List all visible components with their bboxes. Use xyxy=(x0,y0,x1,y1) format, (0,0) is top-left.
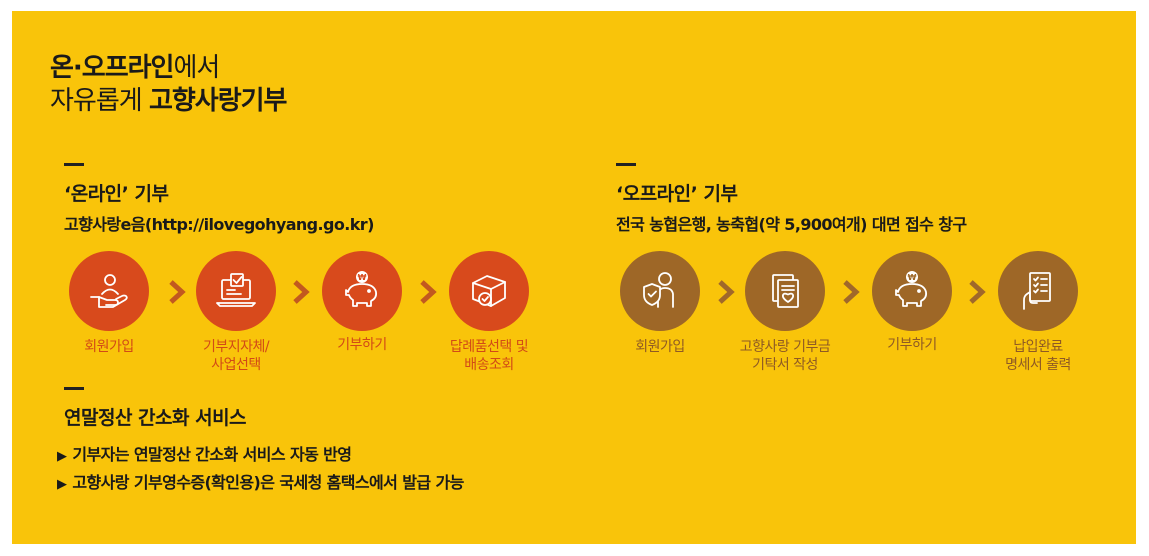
hand-checklist-icon xyxy=(1023,272,1051,310)
online-step-gift xyxy=(449,251,529,331)
offline-step-receipt xyxy=(998,251,1078,331)
online-step-donate: ₩ xyxy=(322,251,402,331)
hand-person-icon xyxy=(90,274,128,308)
tax-divider xyxy=(64,387,84,390)
triangle-bullet-icon: ▶ xyxy=(57,477,67,492)
chevron-right-icon xyxy=(843,280,860,304)
chevron-right-icon xyxy=(293,280,310,304)
offline-step-label: 납입완료 명세서 출력 xyxy=(968,338,1108,374)
online-step-select xyxy=(196,251,276,331)
triangle-bullet-icon: ▶ xyxy=(57,449,67,464)
laptop-check-icon xyxy=(216,273,256,307)
label-line: 기부하기 xyxy=(887,337,937,353)
piggy-bank-won-icon: ₩ xyxy=(895,271,928,307)
offline-subtitle: 전국 농협은행, 농축협(약 5,900여개) 대면 접수 창구 xyxy=(616,215,967,234)
offline-step-signup xyxy=(620,251,700,331)
chevron-right-icon xyxy=(420,280,437,304)
headline-line-1: 온·오프라인에서 xyxy=(50,52,286,85)
label-line: 배송조회 xyxy=(464,357,514,373)
box-check-icon xyxy=(472,275,506,307)
chevron-right-icon xyxy=(169,280,186,304)
online-step-label: 기부지자체/ 사업선택 xyxy=(166,338,306,374)
headline-line-2: 자유롭게 고향사랑기부 xyxy=(50,85,288,118)
headline: 온·오프라인에서 자유롭게 고향사랑기부 xyxy=(50,52,288,118)
online-step-label: 회원가입 xyxy=(39,338,179,356)
piggy-bank-won-icon: ₩ xyxy=(345,271,378,307)
svg-text:₩: ₩ xyxy=(908,273,917,282)
headline-line2-bold: 고향사랑기부 xyxy=(148,86,288,116)
tax-bullet-text: 기부자는 연말정산 간소화 서비스 자동 반영 xyxy=(72,445,352,464)
person-shield-icon xyxy=(643,272,674,308)
label-line: 명세서 출력 xyxy=(1005,357,1071,373)
label-line: 회원가입 xyxy=(84,339,134,355)
label-line: 기탁서 작성 xyxy=(752,357,818,373)
offline-step-label: 기부하기 xyxy=(842,336,982,354)
label-line: 고향사랑 기부금 xyxy=(739,339,831,355)
offline-step-donate: ₩ xyxy=(872,251,952,331)
online-step-signup xyxy=(69,251,149,331)
offline-divider xyxy=(616,163,636,166)
online-title: ‘온라인’ 기부 xyxy=(64,183,169,205)
tax-bullet-text: 고향사랑 기부영수증(확인용)은 국세청 홈택스에서 발급 가능 xyxy=(72,473,464,492)
chevron-right-icon xyxy=(718,280,735,304)
document-heart-icon xyxy=(772,274,799,308)
offline-step-label: 고향사랑 기부금 기탁서 작성 xyxy=(715,338,855,374)
offline-title: ‘오프라인’ 기부 xyxy=(616,183,738,205)
online-step-label: 답례품선택 및 배송조회 xyxy=(419,338,559,374)
tax-title: 연말정산 간소화 서비스 xyxy=(64,407,247,429)
chevron-right-icon xyxy=(969,280,986,304)
label-line: 기부지자체/ xyxy=(202,339,270,355)
tax-bullet: ▶ 기부자는 연말정산 간소화 서비스 자동 반영 xyxy=(57,441,352,465)
label-line: 납입완료 xyxy=(1013,339,1063,355)
online-subtitle: 고향사랑e음(http://ilovegohyang.go.kr) xyxy=(64,215,374,234)
label-line: 사업선택 xyxy=(211,357,261,373)
headline-line1-bold: 온·오프라인 xyxy=(50,53,174,83)
headline-line2-light: 자유롭게 xyxy=(50,86,149,116)
label-line: 답례품선택 및 xyxy=(449,339,529,355)
svg-text:₩: ₩ xyxy=(358,273,367,282)
online-divider xyxy=(64,163,84,166)
online-step-label: 기부하기 xyxy=(292,336,432,354)
label-line: 회원가입 xyxy=(635,339,685,355)
offline-step-form xyxy=(745,251,825,331)
headline-line1-light: 에서 xyxy=(173,53,220,83)
tax-bullet: ▶ 고향사랑 기부영수증(확인용)은 국세청 홈택스에서 발급 가능 xyxy=(57,469,464,493)
label-line: 기부하기 xyxy=(337,337,387,353)
offline-step-label: 회원가입 xyxy=(590,338,730,356)
